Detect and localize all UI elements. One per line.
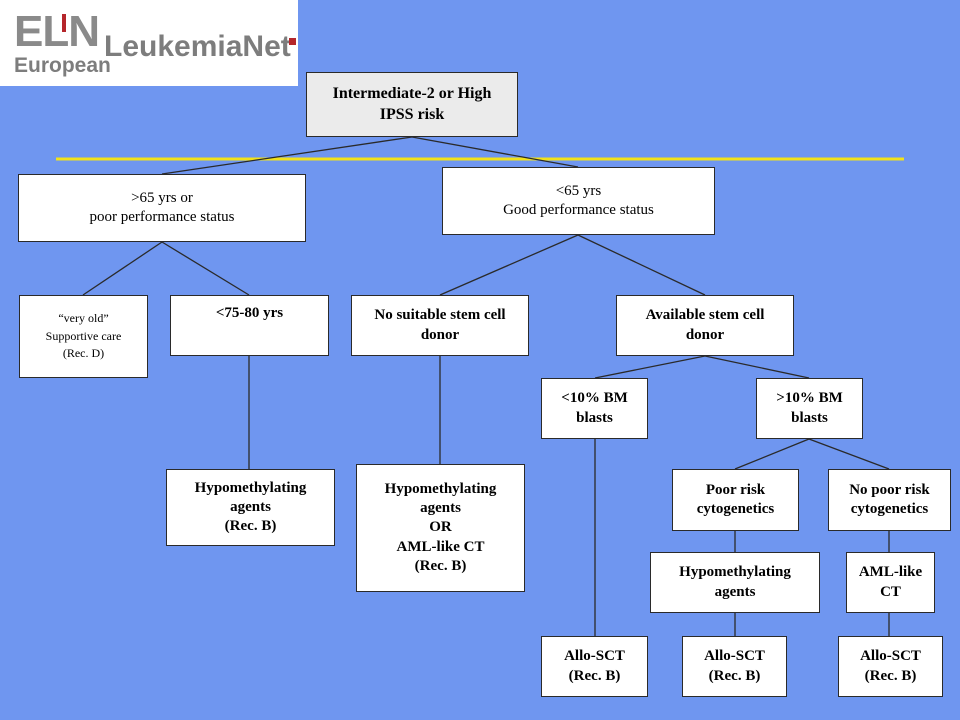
node-aml-like-ct: AML-like CT bbox=[846, 552, 935, 613]
edge-younger-nodonor bbox=[439, 234, 579, 296]
node-line: poor performance status bbox=[89, 209, 235, 225]
node-line: <75-80 yrs bbox=[215, 305, 284, 321]
node-line: Hypomethylating bbox=[679, 564, 791, 581]
node-allo-sct-1: Allo-SCT (Rec. B) bbox=[541, 636, 648, 697]
node-line: >10% BM bbox=[776, 390, 843, 407]
node-line: blasts bbox=[576, 409, 613, 426]
node-line: Good performance status bbox=[503, 202, 654, 218]
node-line: >65 yrs or bbox=[131, 189, 193, 206]
node-older-poor-status: >65 yrs or poor performance status bbox=[18, 174, 306, 242]
edge-highblasts-poor bbox=[734, 438, 810, 470]
node-line: (Rec. D) bbox=[62, 346, 105, 361]
node-line: (Rec. B) bbox=[708, 667, 761, 684]
node-line: OR bbox=[429, 519, 452, 536]
node-hma-agents: Hypomethylating agents bbox=[650, 552, 820, 613]
node-poor-risk: Poor risk cytogenetics bbox=[672, 469, 799, 531]
node-line: donor bbox=[420, 326, 460, 343]
node-low-blasts: <10% BM blasts bbox=[541, 378, 648, 439]
node-line: Supportive care bbox=[45, 328, 122, 343]
node-very-old: “very old” Supportive care (Rec. D) bbox=[19, 295, 148, 378]
node-line: IPSS risk bbox=[379, 105, 445, 123]
node-age-75-80: <75-80 yrs bbox=[170, 295, 329, 356]
node-line: Allo-SCT bbox=[860, 648, 921, 665]
node-line: donor bbox=[685, 326, 725, 343]
edge-older-veryold bbox=[82, 241, 163, 296]
node-line: <10% BM bbox=[561, 390, 628, 407]
logo-dot bbox=[289, 38, 296, 45]
node-allo-sct-3: Allo-SCT (Rec. B) bbox=[838, 636, 943, 697]
node-younger-good-status: <65 yrs Good performance status bbox=[442, 167, 715, 235]
logo-mark: ELN bbox=[14, 7, 100, 56]
node-no-poor-risk: No poor risk cytogenetics bbox=[828, 469, 951, 531]
node-line: <65 yrs bbox=[555, 182, 602, 199]
node-line: (Rec. B) bbox=[864, 667, 917, 684]
node-line: “very old” bbox=[58, 311, 109, 326]
node-hma-rec-b: Hypomethylating agents (Rec. B) bbox=[166, 469, 335, 546]
node-line: blasts bbox=[791, 409, 828, 426]
node-line: (Rec. B) bbox=[414, 557, 467, 574]
node-ipss-risk: Intermediate-2 or High IPSS risk bbox=[306, 72, 518, 137]
logo-org: European bbox=[14, 54, 111, 77]
node-allo-sct-2: Allo-SCT (Rec. B) bbox=[682, 636, 787, 697]
edge-highblasts-nopoor bbox=[808, 438, 890, 470]
node-line: Hypomethylating bbox=[384, 481, 497, 498]
node-no-donor: No suitable stem cell donor bbox=[351, 295, 529, 356]
edge-younger-donor bbox=[577, 234, 706, 296]
node-line: CT bbox=[880, 583, 901, 600]
node-high-blasts: >10% BM blasts bbox=[756, 378, 863, 439]
node-line: Poor risk bbox=[705, 481, 766, 498]
edge-root-younger bbox=[411, 136, 579, 168]
node-line: agents bbox=[230, 498, 271, 515]
node-line: cytogenetics bbox=[696, 501, 775, 517]
node-line: (Rec. B) bbox=[224, 518, 277, 535]
edge-donor-highblasts bbox=[704, 355, 810, 379]
node-line: (Rec. B) bbox=[568, 667, 621, 684]
logo-mark-accent bbox=[62, 14, 66, 32]
node-line: AML-like CT bbox=[396, 538, 485, 555]
node-line: Allo-SCT bbox=[564, 648, 625, 665]
node-line: No poor risk bbox=[849, 481, 930, 498]
node-line: Intermediate-2 or High bbox=[332, 85, 492, 103]
node-line: cytogenetics bbox=[850, 501, 929, 517]
node-line: Available stem cell bbox=[645, 307, 765, 324]
edge-older-age bbox=[161, 241, 250, 296]
edge-root-older bbox=[161, 136, 413, 175]
leukemianet-logo: ELN European LeukemiaNet bbox=[0, 0, 298, 86]
node-line: agents bbox=[714, 583, 756, 600]
node-line: No suitable stem cell bbox=[374, 307, 506, 324]
node-line: AML-like bbox=[858, 564, 923, 581]
node-line: agents bbox=[420, 500, 461, 517]
node-line: Hypomethylating bbox=[194, 479, 307, 496]
edge-donor-lowblasts bbox=[594, 355, 706, 379]
logo-brand: LeukemiaNet bbox=[104, 30, 291, 63]
node-hma-or-aml-ct: Hypomethylating agents OR AML-like CT (R… bbox=[356, 464, 525, 592]
node-donor-available: Available stem cell donor bbox=[616, 295, 794, 356]
node-line: Allo-SCT bbox=[704, 648, 765, 665]
